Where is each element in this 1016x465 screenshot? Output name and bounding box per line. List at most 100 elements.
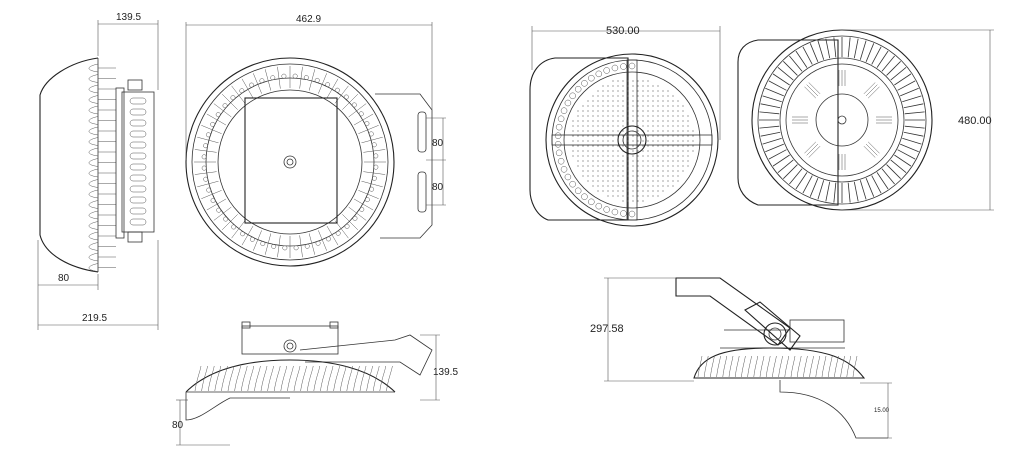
side2-fin bbox=[765, 355, 771, 378]
back-dot bbox=[577, 150, 579, 152]
back-dot bbox=[672, 175, 674, 177]
back-dot bbox=[582, 130, 584, 132]
back-dot bbox=[652, 160, 654, 162]
front-fin bbox=[361, 180, 383, 188]
front2-fin bbox=[809, 43, 819, 62]
front2-fin bbox=[762, 137, 782, 145]
back-dot bbox=[647, 95, 649, 97]
back-dot bbox=[617, 175, 619, 177]
back-dot bbox=[627, 150, 629, 152]
back-dot bbox=[592, 185, 594, 187]
back-dot bbox=[672, 110, 674, 112]
back-dot bbox=[577, 115, 579, 117]
back-dot bbox=[627, 190, 629, 192]
back-dot bbox=[607, 145, 609, 147]
front2-fin bbox=[897, 149, 916, 160]
front2-fin bbox=[859, 40, 867, 60]
back-dot bbox=[672, 145, 674, 147]
back-dot bbox=[587, 180, 589, 182]
back-dot bbox=[607, 100, 609, 102]
front2-fin bbox=[876, 50, 889, 68]
bottom-fin bbox=[366, 365, 373, 392]
side2-fin bbox=[821, 355, 827, 378]
back-dot bbox=[682, 170, 684, 172]
back-dot bbox=[657, 135, 659, 137]
back-dot bbox=[642, 105, 644, 107]
back-dot bbox=[652, 125, 654, 127]
back-dot bbox=[662, 90, 664, 92]
back-dot bbox=[632, 190, 634, 192]
back-dot bbox=[642, 135, 644, 137]
back-dot bbox=[622, 85, 624, 87]
front2-fin bbox=[847, 37, 851, 58]
back-dot bbox=[652, 110, 654, 112]
back-dot bbox=[587, 125, 589, 127]
front-fin bbox=[201, 125, 222, 134]
back-dot bbox=[657, 160, 659, 162]
back-dot bbox=[637, 100, 639, 102]
back-dot bbox=[652, 105, 654, 107]
front-fin bbox=[277, 66, 281, 89]
back-dot bbox=[607, 120, 609, 122]
back-dot bbox=[632, 100, 634, 102]
dim-139-5-top: 139.5 bbox=[116, 12, 141, 23]
front2-fin bbox=[765, 143, 784, 153]
back-dot bbox=[587, 100, 589, 102]
back-dot bbox=[642, 195, 644, 197]
right-side-fins bbox=[697, 355, 858, 378]
back-dot bbox=[667, 120, 669, 122]
back-dot bbox=[677, 115, 679, 117]
back-hole bbox=[611, 64, 619, 72]
back-dot bbox=[652, 150, 654, 152]
back-dot bbox=[662, 175, 664, 177]
right-side-view bbox=[675, 277, 888, 439]
bottom-fin bbox=[326, 365, 334, 392]
front-fin-dot bbox=[334, 87, 340, 93]
back-dot bbox=[667, 125, 669, 127]
side-view-slots bbox=[129, 97, 147, 226]
bottom-fin bbox=[353, 365, 360, 392]
back-dot bbox=[627, 85, 629, 87]
back-dot bbox=[682, 130, 684, 132]
back-dot bbox=[677, 125, 679, 127]
front2-inner-mark bbox=[808, 82, 821, 95]
front-fin bbox=[318, 73, 327, 94]
left-side-dimensions: 139.5 80 219.5 bbox=[37, 12, 159, 330]
back-dot bbox=[682, 150, 684, 152]
right-back-view bbox=[529, 53, 719, 227]
back-dot bbox=[597, 110, 599, 112]
back-dot bbox=[582, 175, 584, 177]
back-dot bbox=[652, 140, 654, 142]
back-dot bbox=[577, 130, 579, 132]
back-dot bbox=[622, 100, 624, 102]
front-fin bbox=[264, 69, 272, 91]
front-fin-dot bbox=[326, 236, 331, 242]
back-dot bbox=[647, 150, 649, 152]
front2-fin bbox=[809, 178, 819, 197]
front-fin-dot bbox=[260, 241, 266, 247]
bottom-fin bbox=[207, 365, 215, 392]
back-dot bbox=[682, 145, 684, 147]
back-dot bbox=[607, 195, 609, 197]
right-front-fins bbox=[759, 37, 925, 203]
back-dot bbox=[607, 185, 609, 187]
back-dot bbox=[677, 155, 679, 157]
back-dot bbox=[662, 130, 664, 132]
back-dot bbox=[592, 105, 594, 107]
back-view-dot-pattern bbox=[572, 80, 694, 202]
back-dot bbox=[657, 90, 659, 92]
back-dot bbox=[617, 130, 619, 132]
back-dot bbox=[602, 175, 604, 177]
back-dot bbox=[657, 185, 659, 187]
back-dot bbox=[642, 150, 644, 152]
front-fin-dot bbox=[203, 143, 209, 149]
back-dot bbox=[657, 155, 659, 157]
back-dot bbox=[627, 200, 629, 202]
side2-fin bbox=[728, 355, 734, 378]
back-dot bbox=[682, 125, 684, 127]
back-dot bbox=[637, 135, 639, 137]
side-fin bbox=[88, 221, 99, 230]
front-fin bbox=[213, 206, 232, 221]
back-hole bbox=[581, 193, 588, 200]
bottom-fin bbox=[214, 365, 222, 392]
